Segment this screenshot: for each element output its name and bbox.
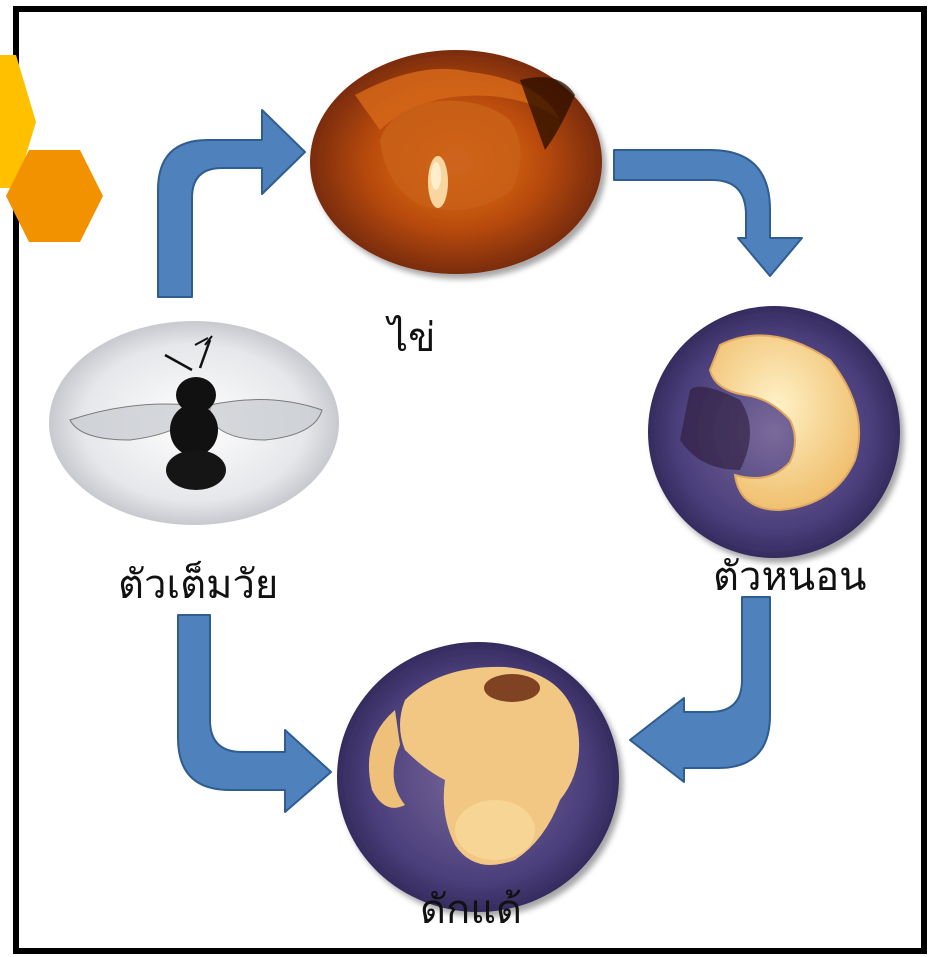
larva-photo (648, 306, 900, 558)
arrow-larva-to-pupa (630, 597, 770, 782)
stage-label-larva: ตัวหนอน (713, 557, 867, 597)
stage-label-pupa: ดักแด้ (420, 890, 522, 930)
arrow-egg-to-larva (614, 150, 802, 276)
stage-label-egg: ไข่ (388, 318, 435, 358)
stage-label-adult: ตัวเต็มวัย (118, 565, 278, 605)
egg-photo (310, 50, 602, 274)
arrow-adult-to-pupa (178, 615, 331, 812)
adult-bee-photo (49, 321, 339, 525)
arrow-adult-to-egg (158, 110, 305, 297)
pupa-photo (337, 642, 619, 912)
